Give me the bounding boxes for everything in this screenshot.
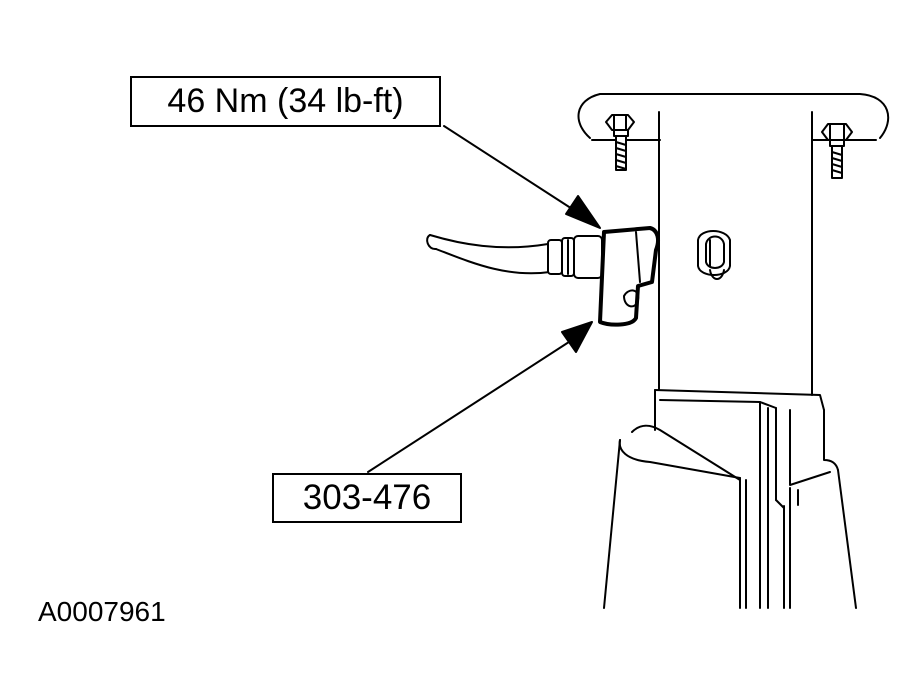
torque-callout: 46 Nm (34 lb-ft): [130, 76, 441, 127]
left-stud-nut: [605, 114, 635, 171]
tool-number-text: 303-476: [302, 478, 432, 517]
torque-callout-text: 46 Nm (34 lb-ft): [167, 82, 404, 120]
figure-id: A0007961: [38, 596, 166, 627]
sensor-connector: [547, 235, 603, 279]
right-stud-nut: [821, 123, 853, 179]
sensor-bracket: [598, 226, 660, 327]
tool-leader: [367, 321, 593, 473]
sensor-cable: [426, 234, 551, 275]
housing-bolt: [697, 230, 731, 280]
axle-housing: [658, 111, 813, 396]
tool-number-callout: 303-476: [272, 473, 462, 523]
mounting-flange: [577, 93, 890, 139]
lower-housing: [603, 389, 857, 609]
torque-leader: [443, 125, 601, 229]
